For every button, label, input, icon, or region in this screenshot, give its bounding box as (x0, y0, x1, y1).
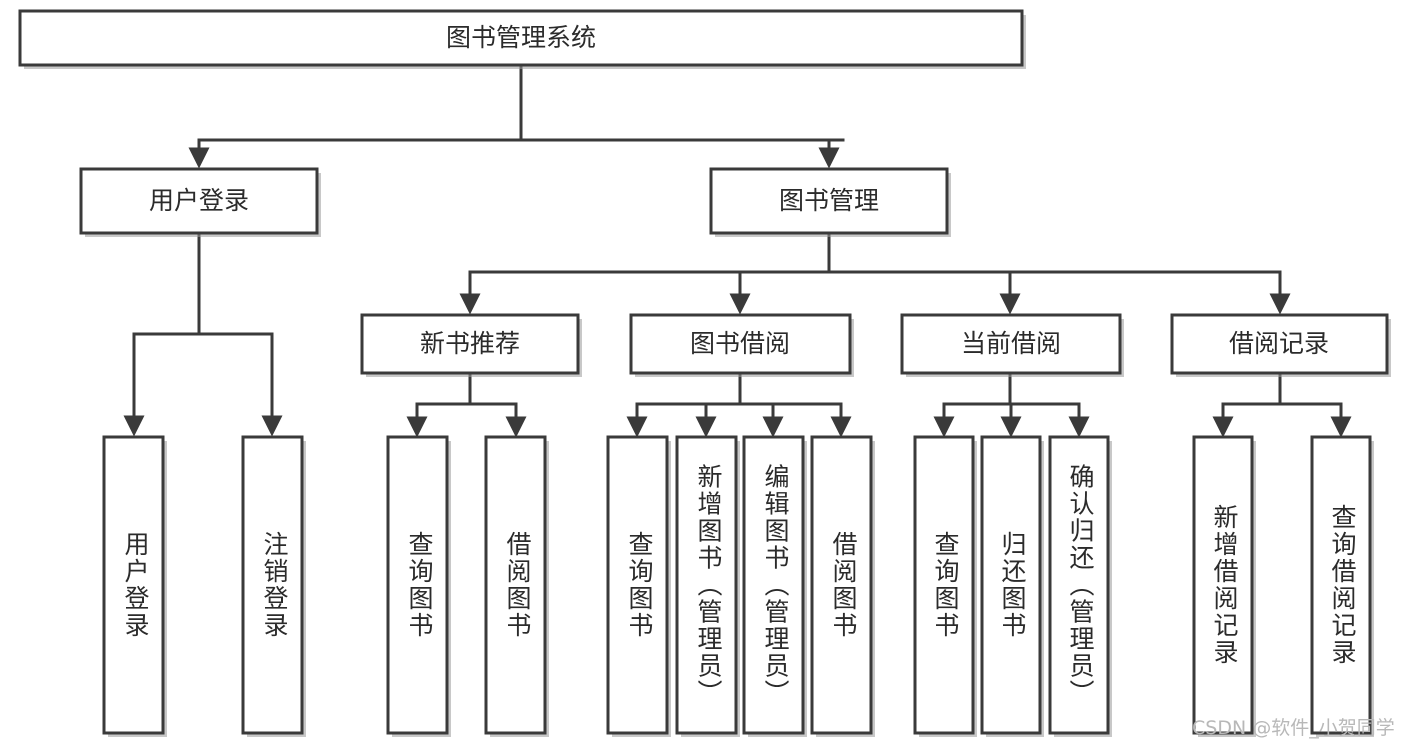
edge-bookborrow-to-leaves (626, 371, 852, 438)
node-root-label: 图书管理系统 (446, 23, 596, 52)
node-leaf-edit-book[interactable]: 编辑图书（管理员） (742, 435, 807, 737)
edge-borrowrecord-to-leaves (1212, 371, 1352, 438)
node-leaf-borrow-book-label: 借阅图书 (829, 531, 858, 639)
node-leaf-return-book-label: 归还图书 (998, 531, 1027, 639)
node-book-borrow-label: 图书借阅 (690, 329, 790, 358)
edge-newbookrec-to-leaves (406, 371, 527, 438)
node-leaf-user-logout[interactable]: 注销登录 (241, 435, 306, 737)
node-root[interactable]: 图书管理系统 (18, 9, 1026, 69)
node-new-book-rec-label: 新书推荐 (420, 329, 520, 358)
edge-currentborrow-to-leaves (933, 371, 1090, 438)
node-leaf-edit-book-label: 编辑图书（管理员） (761, 464, 790, 707)
node-borrow-record-label: 借阅记录 (1229, 329, 1329, 358)
node-current-borrow[interactable]: 当前借阅 (900, 313, 1124, 377)
node-leaf-borrow-book-rec[interactable]: 借阅图书 (484, 435, 549, 737)
node-leaf-add-record-label: 新增借阅记录 (1210, 504, 1239, 666)
node-leaf-user-login-label: 用户登录 (121, 531, 150, 639)
node-leaf-query-book-cur-label: 查询图书 (931, 531, 960, 639)
node-leaf-user-logout-label: 注销登录 (260, 531, 289, 639)
node-leaf-query-book-rec-label: 查询图书 (405, 531, 434, 639)
node-book-borrow[interactable]: 图书借阅 (629, 313, 854, 377)
node-leaf-borrow-book-rec-label: 借阅图书 (503, 531, 532, 639)
node-leaf-return-book[interactable]: 归还图书 (980, 435, 1044, 737)
node-leaf-add-book[interactable]: 新增图书（管理员） (675, 435, 740, 737)
node-leaf-borrow-book[interactable]: 借阅图书 (810, 435, 875, 737)
node-leaf-add-book-label: 新增图书（管理员） (694, 464, 723, 707)
edge-root-to-level2 (188, 63, 845, 169)
node-book-manage-label: 图书管理 (779, 186, 879, 215)
node-leaf-confirm-return[interactable]: 确认归还（管理员） (1048, 435, 1112, 737)
node-leaf-confirm-return-label: 确认归还（管理员） (1066, 464, 1095, 707)
csdn-watermark: CSDN @软件_小贺同学 (1192, 717, 1395, 739)
node-leaf-query-book[interactable]: 查询图书 (606, 435, 671, 737)
node-borrow-record[interactable]: 借阅记录 (1170, 313, 1391, 377)
edge-bookmanage-to-level3 (459, 231, 1291, 315)
node-leaf-query-book-label: 查询图书 (625, 531, 654, 639)
node-current-borrow-label: 当前借阅 (961, 329, 1061, 358)
edges-layer (123, 63, 1352, 438)
node-leaf-query-record[interactable]: 查询借阅记录 (1310, 435, 1374, 737)
node-book-manage[interactable]: 图书管理 (709, 167, 951, 237)
node-leaf-query-record-label: 查询借阅记录 (1328, 504, 1357, 666)
node-user-login-label: 用户登录 (149, 186, 249, 215)
node-new-book-rec[interactable]: 新书推荐 (360, 313, 582, 377)
node-leaf-query-book-cur[interactable]: 查询图书 (913, 435, 977, 737)
edge-userlogin-to-leaves (123, 231, 283, 437)
node-user-login[interactable]: 用户登录 (79, 167, 321, 237)
node-leaf-query-book-rec[interactable]: 查询图书 (386, 435, 451, 737)
node-leaf-add-record[interactable]: 新增借阅记录 (1192, 435, 1256, 737)
node-leaf-user-login[interactable]: 用户登录 (102, 435, 167, 737)
